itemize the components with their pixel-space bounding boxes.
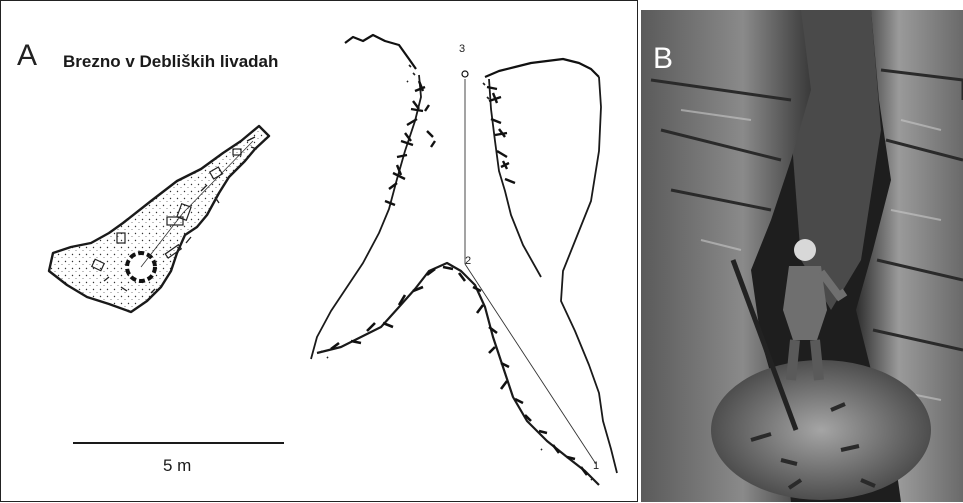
surface-right <box>484 57 600 79</box>
boulder <box>90 258 106 272</box>
cave-floor <box>711 360 931 500</box>
floor-debris <box>750 402 876 490</box>
survey-line-plan <box>140 140 254 268</box>
debris-marks <box>103 136 258 294</box>
rubble-right-wall <box>486 85 516 185</box>
stipple-near-shaft <box>320 64 593 481</box>
rock-highlights <box>680 109 942 401</box>
boulder <box>166 216 184 226</box>
plan-view <box>47 124 271 314</box>
back-passage <box>791 10 881 310</box>
caver-figure <box>783 239 848 381</box>
caver-legs <box>786 339 824 381</box>
survey-station-label: 3 <box>459 43 466 55</box>
floor-ridge <box>316 261 600 486</box>
cave-title: Brezno v Debliških livadah <box>63 52 279 71</box>
survey-line-sloping <box>464 263 597 465</box>
scale-bar-label: 5 m <box>163 456 192 475</box>
boulder <box>116 232 126 244</box>
cave-survey-drawing <box>47 33 618 486</box>
section-view <box>310 33 618 486</box>
rock-strata <box>650 68 963 352</box>
wall-left-upper <box>310 74 422 360</box>
survey-station-3-marker <box>461 70 469 78</box>
panel-letter-a: A <box>17 39 38 72</box>
ladder-pole <box>730 259 799 431</box>
rubble-floor-ridge <box>330 265 589 476</box>
wall-right-of-shaft <box>488 78 542 278</box>
boulder <box>208 166 224 180</box>
caver-arm <box>817 269 848 302</box>
surface-left <box>344 33 417 70</box>
caver-helmet <box>794 239 816 261</box>
panel-b-cave-photo: B <box>641 10 963 502</box>
panel-a-cave-survey: A Brezno v Debliških livadah 5 m 3 2 1 <box>0 0 638 502</box>
boulder <box>176 202 192 222</box>
survey-station-label: 1 <box>593 460 600 472</box>
boulder <box>164 243 183 259</box>
wall-right-upper <box>560 76 618 474</box>
panel-letter-b: B <box>653 42 674 75</box>
rubble-left-wall <box>384 80 436 207</box>
survey-station-label: 2 <box>465 255 472 267</box>
boulder <box>232 148 242 156</box>
plan-outline <box>47 124 271 314</box>
cave-photo <box>641 10 963 502</box>
caver-body <box>783 266 827 340</box>
